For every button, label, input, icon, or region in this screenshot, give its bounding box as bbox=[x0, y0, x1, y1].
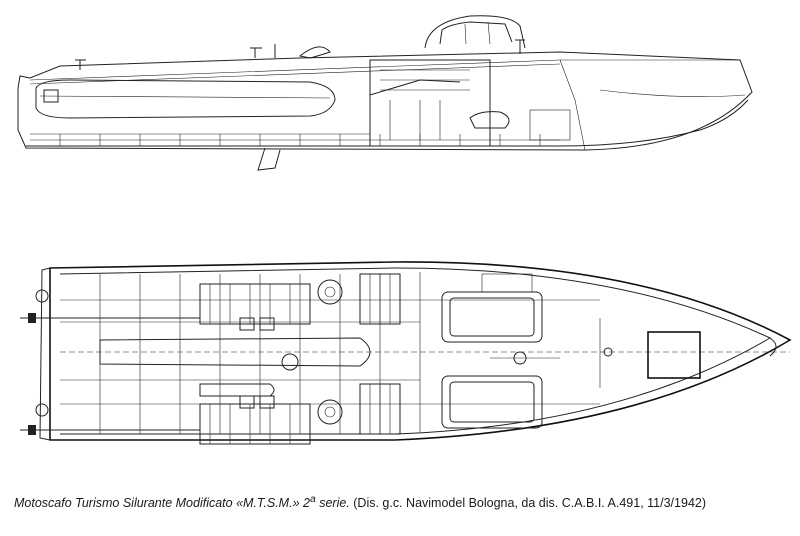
hull-outline bbox=[17, 51, 753, 151]
plan-torpedo-tube bbox=[99, 337, 371, 367]
plan-hull-outline bbox=[49, 261, 792, 441]
plan-view bbox=[20, 261, 792, 445]
seat-starboard bbox=[441, 375, 543, 429]
forward-hatch bbox=[647, 331, 701, 379]
port-engine bbox=[199, 283, 311, 331]
plan-frames bbox=[99, 272, 421, 434]
caption-title: Motoscafo Turismo Silurante Modificato «… bbox=[14, 496, 310, 511]
caption-series: serie. bbox=[315, 496, 350, 511]
caption-credit: (Dis. g.c. Navimodel Bologna, da dis. C.… bbox=[349, 496, 707, 511]
cockpit-canopy bbox=[424, 15, 526, 49]
engine-bay bbox=[369, 59, 491, 147]
side-elevation bbox=[17, 15, 753, 171]
starboard-engine bbox=[199, 395, 311, 445]
drawing-caption: Motoscafo Turismo Silurante Modificato «… bbox=[14, 494, 794, 510]
caption-series-superscript: a bbox=[309, 494, 316, 505]
propeller bbox=[298, 46, 331, 59]
rudder bbox=[257, 147, 281, 171]
frame-lines bbox=[59, 134, 541, 146]
seat-port bbox=[441, 291, 543, 343]
torpedo-tube bbox=[35, 79, 336, 119]
